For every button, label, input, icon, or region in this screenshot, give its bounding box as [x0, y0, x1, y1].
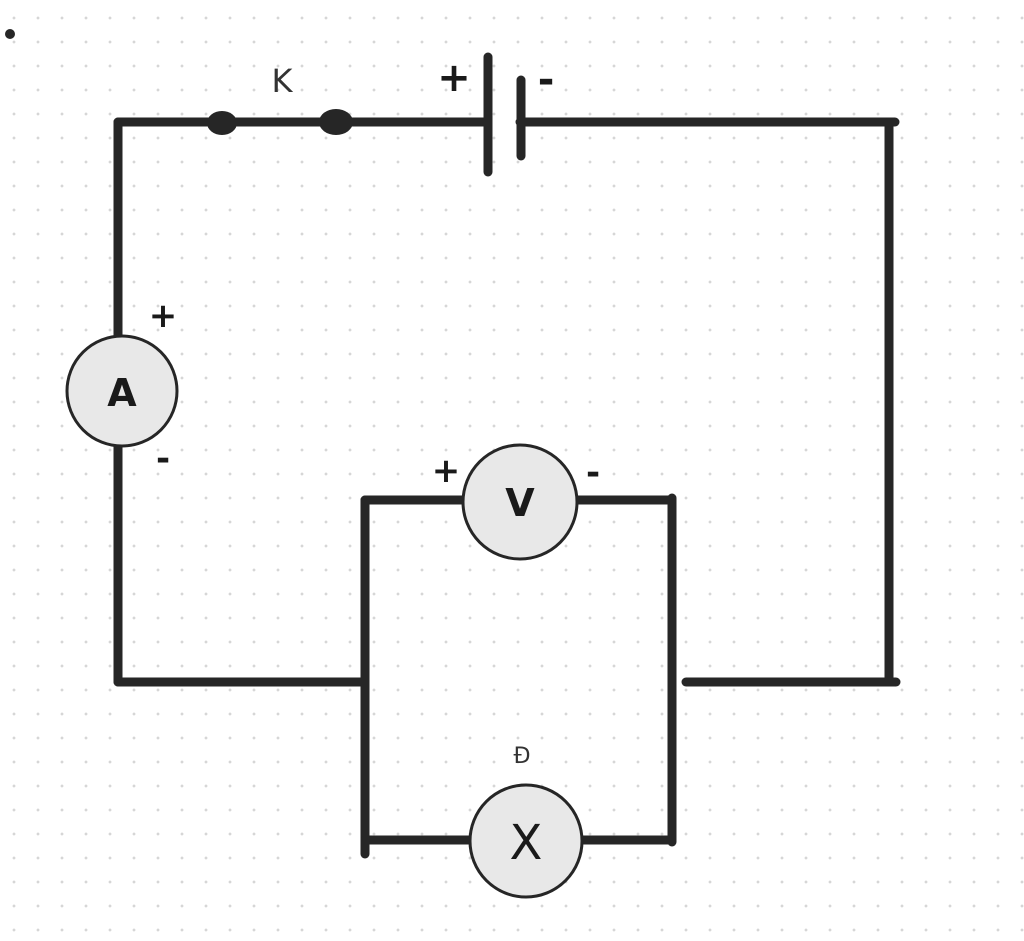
switch-contact-right [319, 109, 353, 135]
lamp-label: Đ [513, 744, 530, 769]
switch-contact-left [207, 111, 237, 135]
battery-minus-sign: - [538, 57, 555, 103]
ammeter-circle [65, 334, 179, 448]
battery-plus-sign: + [437, 55, 471, 101]
canvas-dot [5, 29, 15, 39]
voltmeter-symbol: V [505, 481, 535, 525]
lamp-symbol: X [510, 815, 543, 871]
voltmeter-plus-sign: + [432, 451, 461, 491]
voltmeter-minus-sign: - [586, 453, 600, 493]
ammeter-symbol: A [107, 371, 137, 415]
ammeter-plus-sign: + [149, 296, 178, 336]
lamp-circle [468, 783, 584, 899]
switch-label: K [272, 62, 294, 100]
ammeter-minus-sign: - [156, 439, 170, 479]
voltmeter-circle [461, 443, 579, 561]
